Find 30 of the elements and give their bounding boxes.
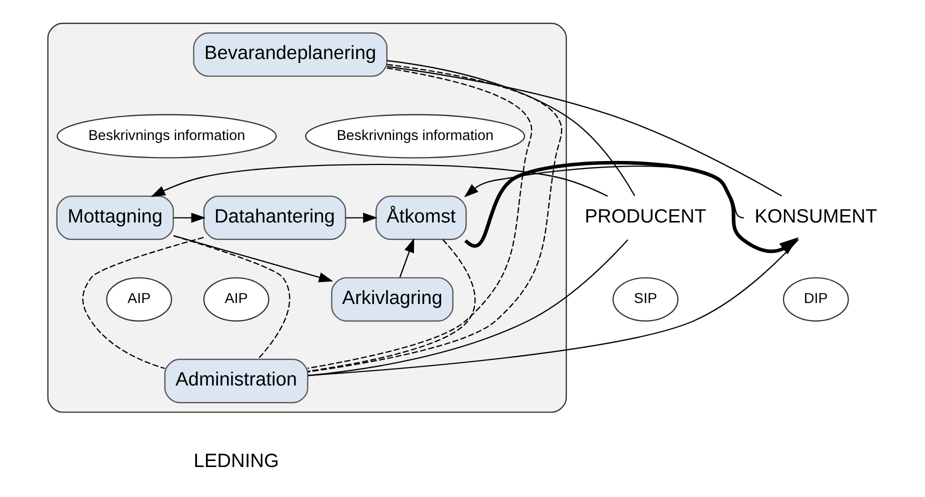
connector bbox=[308, 238, 628, 376]
node-box: Arkivlagring bbox=[331, 276, 454, 322]
node-box: Mottagning bbox=[56, 195, 174, 240]
connector bbox=[308, 238, 799, 376]
node-ellipse: SIP bbox=[612, 276, 678, 322]
node-ellipse: Beskrivnings information bbox=[56, 114, 277, 158]
node-box: Datahantering bbox=[203, 195, 346, 240]
label: LEDNING bbox=[194, 450, 279, 472]
arrow bbox=[464, 160, 799, 254]
connector bbox=[387, 60, 636, 196]
arrow bbox=[464, 165, 744, 218]
node-ellipse: DIP bbox=[782, 276, 849, 322]
node-ellipse: AIP bbox=[203, 276, 270, 322]
node-box: Administration bbox=[164, 358, 308, 403]
arrow bbox=[346, 212, 378, 222]
arrow bbox=[399, 238, 414, 277]
node-box: Åtkomst bbox=[376, 195, 467, 240]
connector bbox=[82, 236, 204, 369]
connector bbox=[386, 65, 782, 196]
connector bbox=[174, 234, 290, 359]
node-text: KONSUMENT bbox=[754, 206, 878, 227]
arrow bbox=[150, 163, 608, 196]
node-ellipse: AIP bbox=[106, 276, 172, 322]
arrow bbox=[173, 234, 334, 282]
node-ellipse: Beskrivnings information bbox=[305, 114, 526, 158]
node-box: Bevarandeplanering bbox=[193, 32, 388, 76]
connector bbox=[308, 238, 476, 372]
cluster bbox=[47, 22, 567, 412]
arrow bbox=[173, 212, 206, 222]
node-text: PRODUCENT bbox=[584, 206, 706, 227]
